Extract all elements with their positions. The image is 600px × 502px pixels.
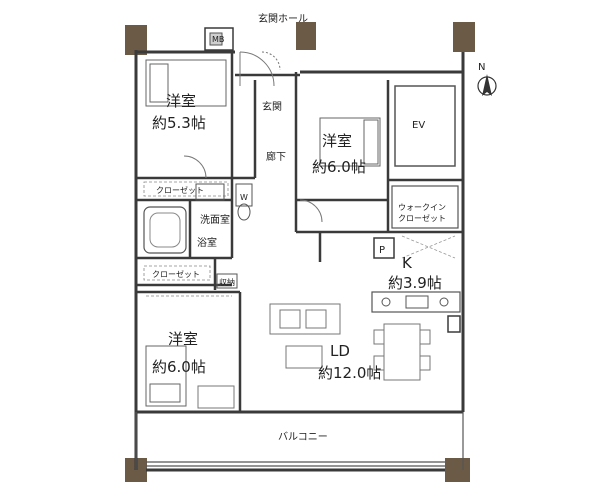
closet-2-label: クローゼット bbox=[152, 269, 200, 279]
walk-in-closet: ウォークイン クローゼット bbox=[391, 185, 459, 229]
walk-in-closet-label-2: クローゼット bbox=[398, 213, 446, 223]
entrance-hall: MB 玄関ホール bbox=[204, 12, 308, 87]
kitchen-size: 約3.9帖 bbox=[388, 274, 442, 292]
living-dining: LD 約12.0帖 bbox=[269, 303, 431, 382]
outer-walls bbox=[134, 50, 465, 472]
entrance-label: 玄関 bbox=[262, 100, 282, 113]
pipe-space: P bbox=[373, 237, 395, 259]
pillar-top-mid bbox=[296, 22, 316, 50]
western-room-3-size: 約6.0帖 bbox=[152, 358, 206, 376]
western-room-2-name: 洋室 bbox=[322, 132, 352, 150]
western-room-1-size: 約5.3帖 bbox=[152, 114, 206, 132]
bathroom-label: 浴室 bbox=[197, 236, 217, 249]
closet-2: クローゼット bbox=[143, 265, 211, 281]
meter-box-label: MB bbox=[212, 35, 224, 44]
pipe-space-label: P bbox=[379, 245, 385, 256]
western-room-1-name: 洋室 bbox=[166, 92, 196, 110]
western-room-2-size: 約6.0帖 bbox=[312, 158, 366, 176]
interior-walls bbox=[136, 52, 463, 412]
washroom: 洗面室 bbox=[195, 183, 230, 226]
living-dining-label: LD bbox=[330, 342, 350, 360]
pillar-top-left bbox=[125, 25, 147, 55]
western-room-3: 洋室 約6.0帖 bbox=[145, 295, 235, 409]
corridor-label: 廊下 bbox=[266, 150, 286, 163]
north-label: N bbox=[478, 62, 485, 73]
western-room-1: 洋室 約5.3帖 bbox=[145, 59, 227, 179]
washroom-label: 洗面室 bbox=[200, 213, 230, 226]
balcony-label: バルコニー bbox=[278, 431, 328, 443]
walk-in-closet-label-1: ウォークイン bbox=[398, 203, 446, 212]
elevator-label: EV bbox=[412, 120, 425, 131]
kitchen: K 約3.9帖 bbox=[371, 235, 461, 333]
living-dining-size: 約12.0帖 bbox=[318, 364, 381, 382]
bathroom: 浴室 bbox=[143, 206, 217, 254]
western-room-3-name: 洋室 bbox=[168, 330, 198, 348]
north-arrow-icon: N bbox=[477, 62, 497, 96]
toilet-marker: W bbox=[240, 193, 248, 202]
pillar-bottom-right bbox=[445, 458, 470, 482]
balcony-railing bbox=[135, 412, 464, 470]
closet-1: クローゼット bbox=[143, 181, 229, 197]
kitchen-label: K bbox=[402, 254, 413, 272]
pillar-top-right-a bbox=[453, 22, 475, 52]
closet-1-label: クローゼット bbox=[156, 185, 204, 195]
western-room-2: 洋室 約6.0帖 bbox=[299, 117, 381, 223]
storage-label: 収納 bbox=[219, 277, 235, 287]
toilet: W bbox=[235, 183, 253, 221]
entrance-hall-label: 玄関ホール bbox=[258, 12, 308, 25]
storage: 収納 bbox=[216, 273, 238, 289]
elevator-shaft: EV bbox=[394, 85, 456, 167]
